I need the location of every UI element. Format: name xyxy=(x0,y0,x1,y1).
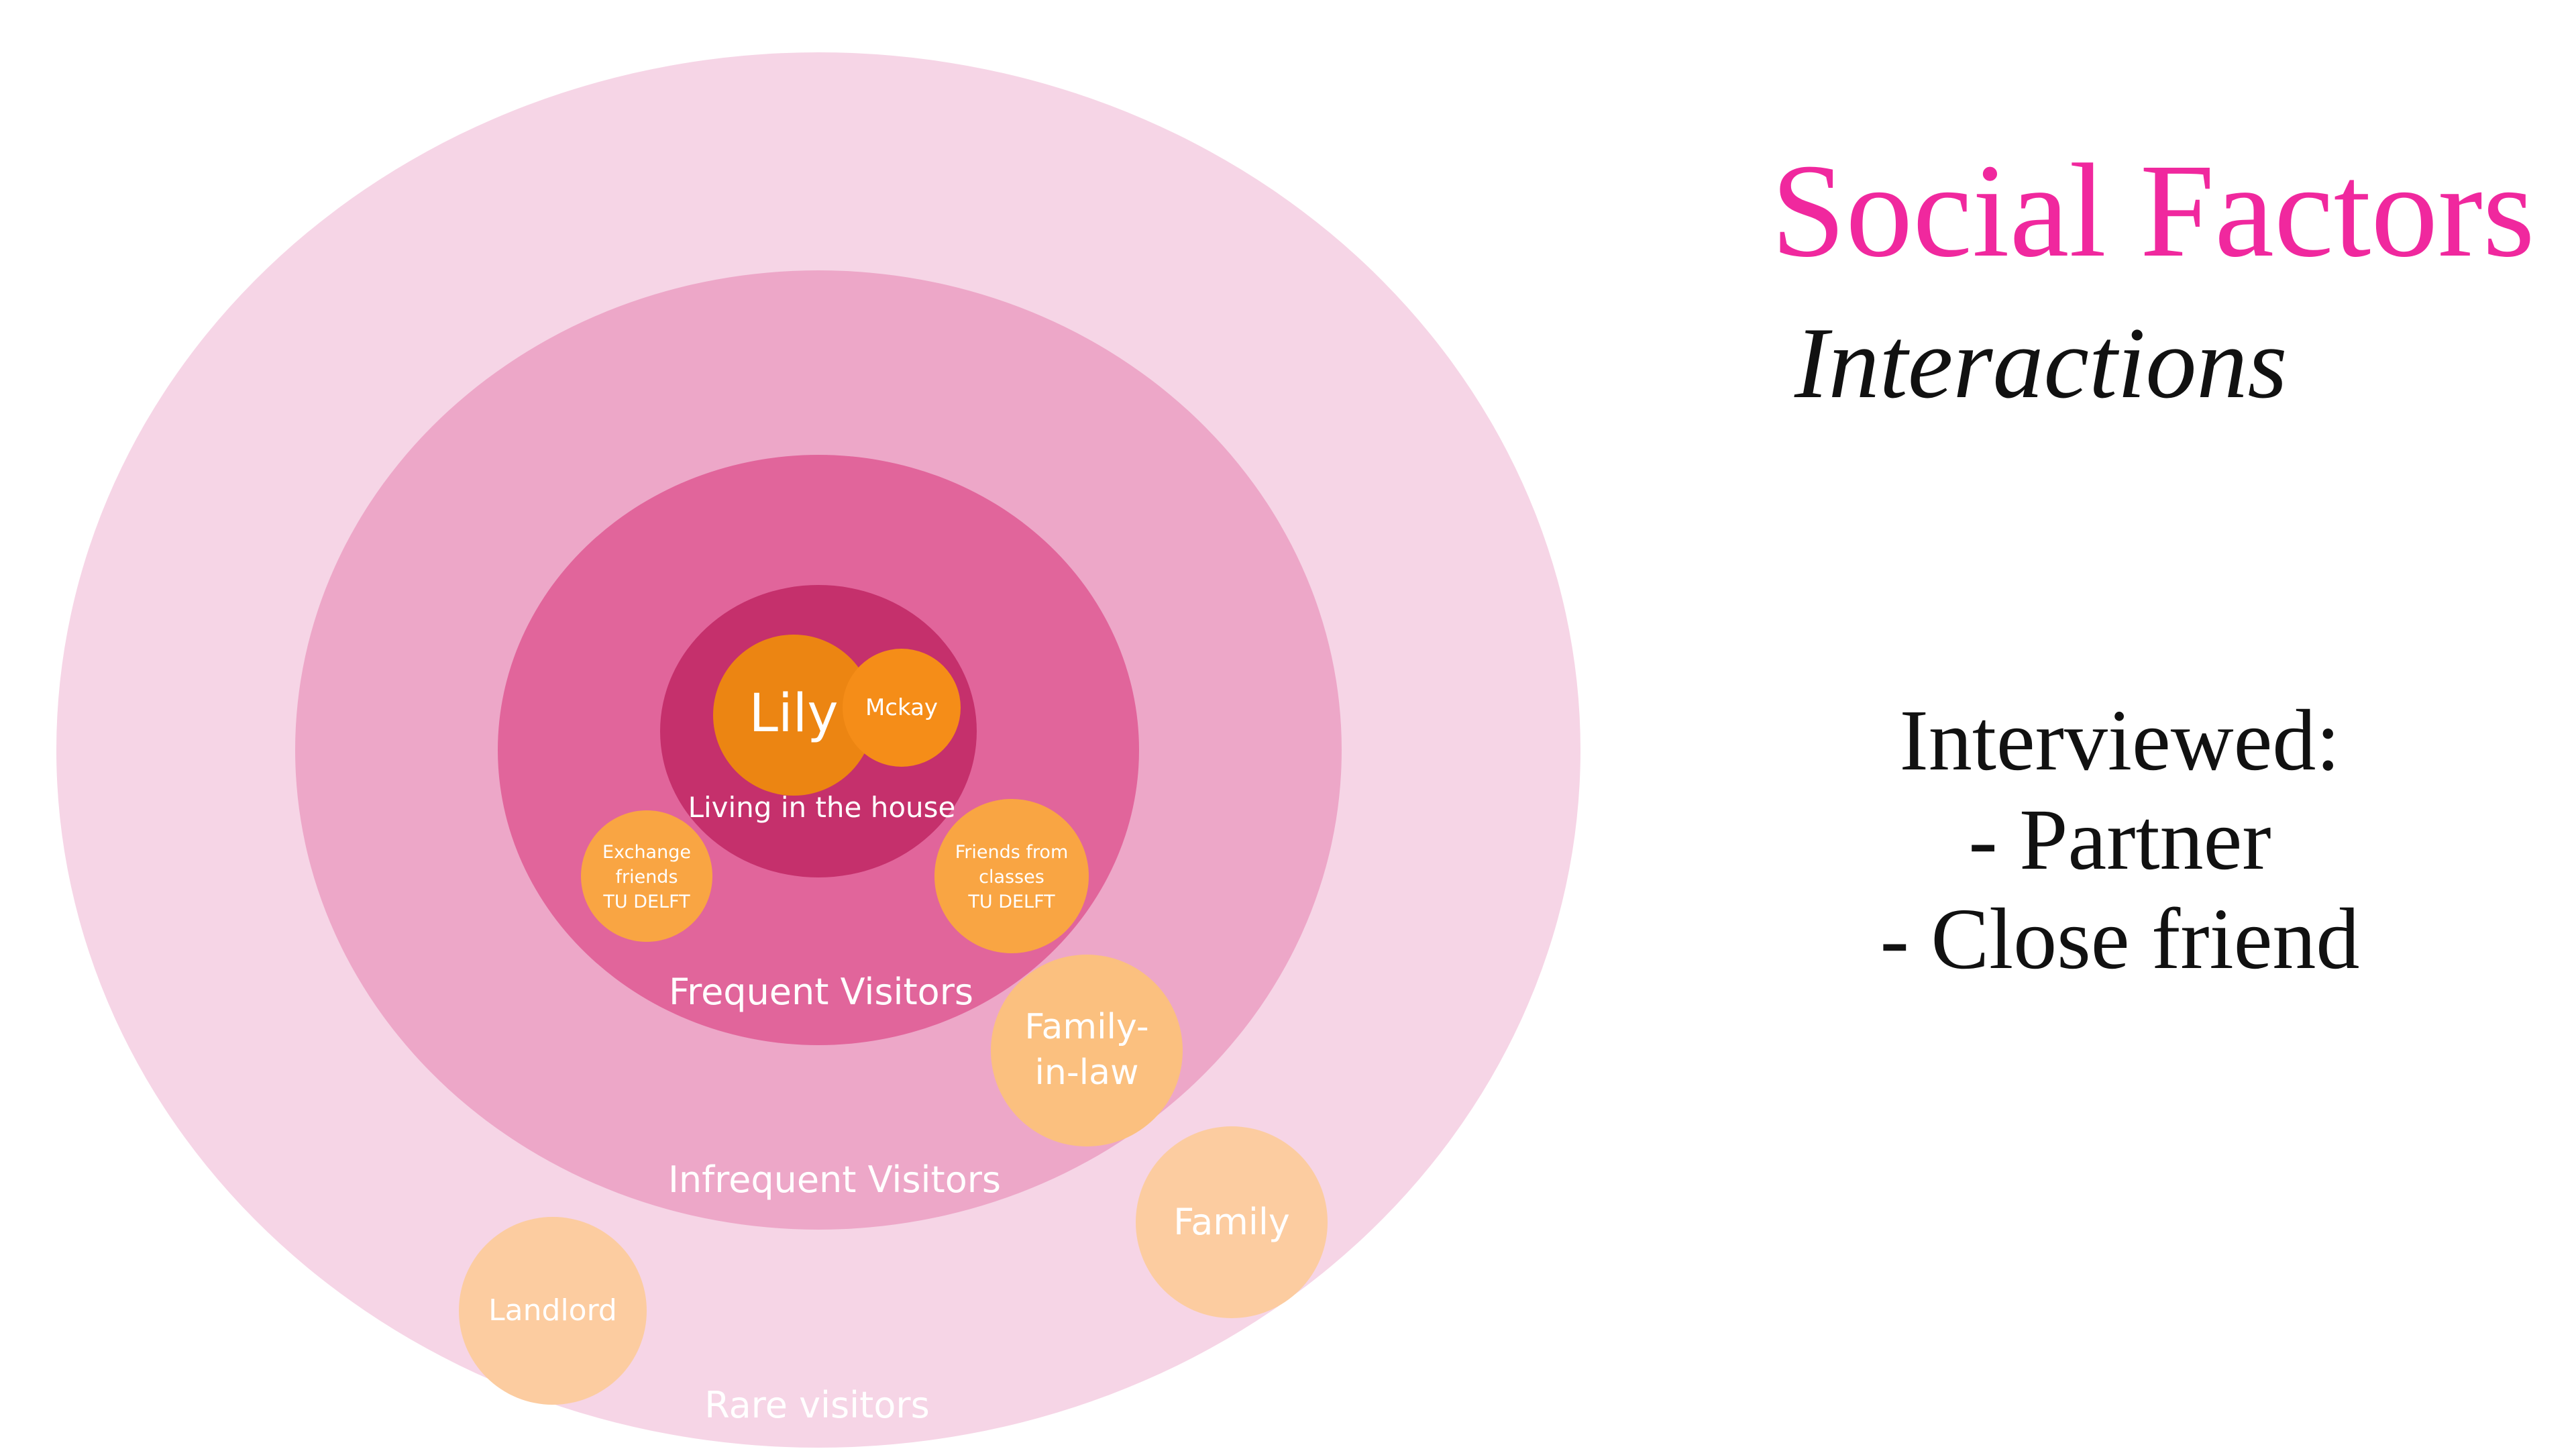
interviewed-item-close-friend: - Close friend xyxy=(1880,891,2360,987)
page-title: Social Factors xyxy=(1771,137,2535,285)
lily-label: Lily xyxy=(749,684,839,744)
node-class-friends xyxy=(934,799,1089,953)
node-exchange-friends xyxy=(581,810,712,942)
class-friends-label-1: Friends from xyxy=(955,842,1069,863)
interviewed-block: Interviewed: - Partner - Close friend xyxy=(1731,691,2509,989)
landlord-label: Landlord xyxy=(488,1293,617,1328)
node-family-in-law xyxy=(991,955,1183,1146)
class-friends-label-2: classes xyxy=(979,867,1044,888)
ring-label-rare: Rare visitors xyxy=(704,1384,929,1426)
node-mckay xyxy=(843,649,961,767)
family-in-law-label-1: Family- xyxy=(1024,1007,1148,1047)
mckay-label: Mckay xyxy=(865,694,938,721)
ring-label-frequent: Frequent Visitors xyxy=(669,971,973,1013)
interviewed-heading: Interviewed: xyxy=(1899,692,2341,789)
exchange-friends-label-2: friends xyxy=(615,867,678,888)
page-subtitle: Interactions xyxy=(1794,307,2288,419)
family-label: Family xyxy=(1173,1201,1290,1243)
node-family xyxy=(1136,1126,1328,1318)
ring-label-infrequent: Infrequent Visitors xyxy=(668,1159,1001,1201)
family-in-law-label-2: in-law xyxy=(1034,1053,1138,1093)
social-circles-svg: Lily Mckay Living in the house Frequent … xyxy=(56,52,1580,1448)
ring-label-house: Living in the house xyxy=(688,791,956,824)
interviewed-item-partner: - Partner xyxy=(1968,792,2271,888)
node-landlord xyxy=(459,1217,647,1405)
class-friends-label-3: TU DELFT xyxy=(967,892,1055,912)
node-lily xyxy=(713,635,874,796)
exchange-friends-label-1: Exchange xyxy=(602,842,691,863)
exchange-friends-label-3: TU DELFT xyxy=(602,892,690,912)
